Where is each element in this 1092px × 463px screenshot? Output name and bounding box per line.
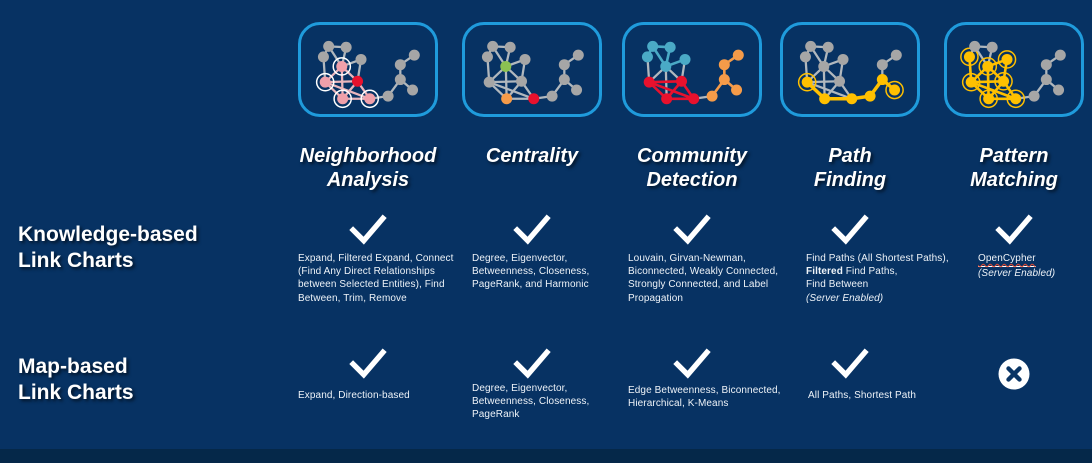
pattern-matching-icon: [944, 22, 1084, 117]
cell-knowledge-neighborhood: Expand, Filtered Expand, Connect (Find A…: [298, 253, 454, 304]
checkmark-icon: [994, 214, 1034, 246]
centrality-icon: [462, 22, 602, 117]
checkmark-icon: [348, 348, 388, 380]
cell-map-centrality: Degree, Eigenvector, Betweenness, Closen…: [472, 383, 590, 421]
neighborhood-analysis-icon: [298, 22, 438, 117]
cell-map-neighborhood: Expand, Direction-based: [298, 390, 410, 401]
checkmark-icon: [672, 348, 712, 380]
not-supported-icon: [998, 358, 1030, 390]
cell-map-path-finding: All Paths, Shortest Path: [808, 390, 917, 401]
checkmark-icon: [830, 214, 870, 246]
community-detection-icon: [622, 22, 762, 117]
cell-knowledge-community: Louvain, Girvan-Newman, Biconnected, Wea…: [628, 253, 779, 304]
checkmark-icon: [512, 348, 552, 380]
footer-bar: [0, 449, 1092, 463]
cell-knowledge-path-finding: Find Paths (All Shortest Paths),Filtered…: [806, 253, 949, 304]
cell-knowledge-pattern-matching: OpenCypher(Server Enabled): [978, 253, 1056, 280]
checkmark-icon: [830, 348, 870, 380]
path-finding-icon: [780, 22, 920, 117]
checkmark-icon: [348, 214, 388, 246]
checkmark-icon: [512, 214, 552, 246]
cell-map-community: Edge Betweenness, Biconnected, Hierarchi…: [628, 385, 781, 410]
checkmark-icon: [672, 214, 712, 246]
cell-knowledge-centrality: Degree, Eigenvector, Betweenness, Closen…: [472, 253, 590, 291]
column-title-centrality: Centrality: [485, 145, 579, 167]
